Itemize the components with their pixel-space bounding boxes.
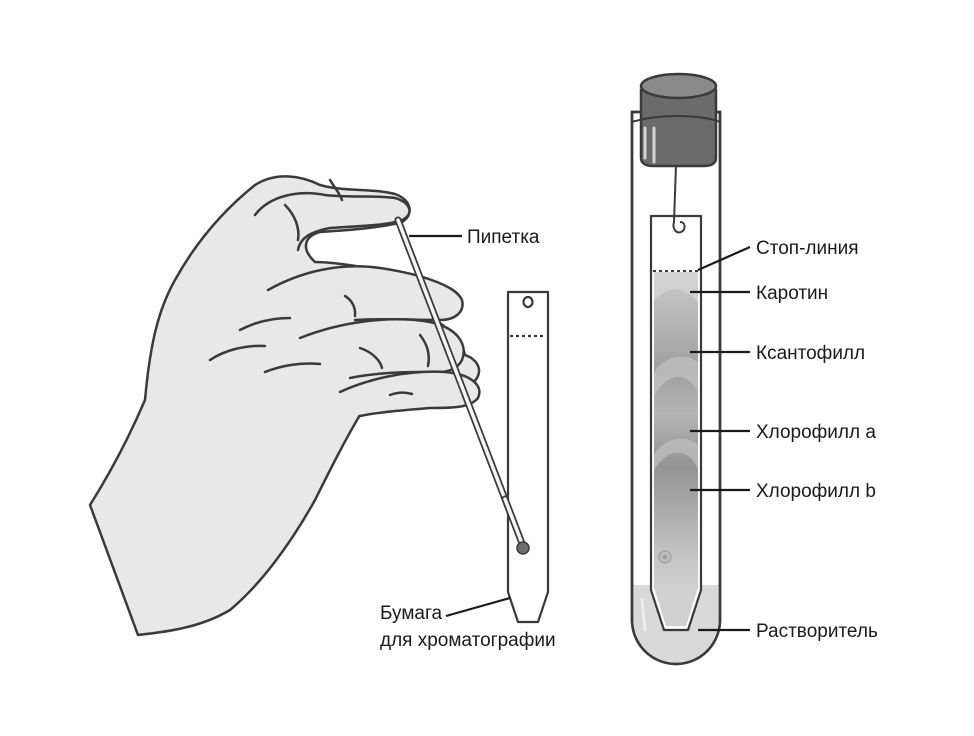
glass-highlight-3 [640,598,647,632]
middle-finger [298,318,465,380]
hand [88,175,481,637]
label-chlorophyll-a: Хлорофилл а [756,422,876,443]
tube-cap-top [639,72,718,100]
band-separator-2 [654,356,698,395]
crease-4 [418,333,430,368]
label-chlorophyll-b: Хлорофилл b [756,481,876,502]
leader-lines [409,234,751,632]
label-stop-line: Стоп-линия [756,238,859,259]
leader-paper [445,596,511,618]
band-separator-1 [654,272,698,304]
label-paper-line2: для хроматографии [380,630,556,651]
crease-5 [238,316,292,332]
label-carotene: Каротин [756,283,828,304]
tube-cap-body [639,88,718,168]
chromatography-paper [506,290,550,624]
test-tube [630,72,722,666]
crease-3 [358,346,384,370]
crease-1 [283,203,300,242]
crease-7 [263,362,322,374]
label-solvent: Растворитель [756,621,878,642]
label-xanthophyll: Ксантофилл [756,343,865,364]
solvent-over-paper [654,586,698,626]
paper-hole [522,295,534,309]
hook-wire [672,164,686,234]
crease-8 [388,391,414,397]
label-pipette: Пипетка [467,227,540,248]
band-separator-3 [654,438,698,470]
pipette-tip [501,495,530,555]
leader-stop-line [697,245,751,272]
label-paper-line1: Бумага [380,603,442,624]
crease-9 [328,178,344,202]
tube-rim [631,114,721,123]
thumb [253,191,411,252]
crease-6 [208,344,267,362]
crease-2 [343,294,357,318]
